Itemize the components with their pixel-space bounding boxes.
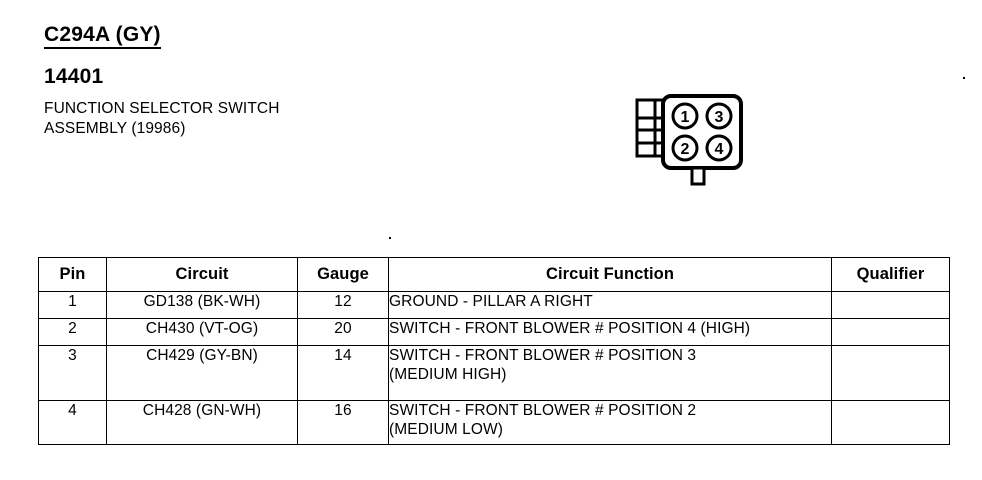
cell-gauge: 16 — [297, 400, 389, 445]
table-header-row: Pin Circuit Gauge Circuit Function Quali… — [38, 257, 950, 292]
connector-id-title: C294A (GY) — [44, 23, 161, 50]
cell-function-line-2: (MEDIUM HIGH) — [389, 366, 507, 383]
table-row: 4 CH428 (GN-WH) 16 SWITCH - FRONT BLOWER… — [38, 400, 950, 445]
cell-function-line-2: (MEDIUM LOW) — [389, 421, 503, 438]
table-row: 1 GD138 (BK-WH) 12 GROUND - PILLAR A RIG… — [38, 291, 950, 319]
pin-circle-1 — [671, 102, 699, 130]
scan-artifact-speck — [389, 237, 391, 239]
pin-number-1: 1 — [681, 109, 690, 126]
cell-function-line-1: SWITCH - FRONT BLOWER # POSITION 3 — [389, 347, 697, 364]
pin-circle-2 — [671, 134, 699, 162]
cell-qualifier — [831, 345, 950, 401]
cell-pin: 3 — [38, 345, 107, 401]
part-number: 14401 — [44, 65, 104, 88]
cell-function: SWITCH - FRONT BLOWER # POSITION 2 (MEDI… — [388, 400, 832, 445]
cell-circuit: CH429 (GY-BN) — [106, 345, 298, 401]
connector-diagram: 1 3 2 4 — [630, 88, 760, 193]
part-description-line-1: FUNCTION SELECTOR SWITCH — [44, 100, 280, 117]
cell-function: SWITCH - FRONT BLOWER # POSITION 3 (MEDI… — [388, 345, 832, 401]
cell-function-line-1: SWITCH - FRONT BLOWER # POSITION 2 — [389, 402, 697, 419]
pin-circle-3 — [705, 102, 733, 130]
pin-number-4: 4 — [715, 141, 724, 158]
part-description: FUNCTION SELECTOR SWITCH ASSEMBLY (19986… — [44, 99, 279, 139]
pin-number-3: 3 — [715, 109, 724, 126]
table-row: 2 CH430 (VT-OG) 20 SWITCH - FRONT BLOWER… — [38, 318, 950, 346]
column-header-gauge: Gauge — [297, 257, 389, 292]
cell-gauge: 20 — [297, 318, 389, 346]
cell-function: SWITCH - FRONT BLOWER # POSITION 4 (HIGH… — [388, 318, 832, 346]
cell-pin: 4 — [38, 400, 107, 445]
pin-circle-4 — [705, 134, 733, 162]
cell-circuit: GD138 (BK-WH) — [106, 291, 298, 319]
cell-qualifier — [831, 291, 950, 319]
cell-function: GROUND - PILLAR A RIGHT — [388, 291, 832, 319]
cell-circuit: CH428 (GN-WH) — [106, 400, 298, 445]
cell-pin: 2 — [38, 318, 107, 346]
scan-artifact-speck — [963, 77, 965, 79]
cell-gauge: 12 — [297, 291, 389, 319]
cell-qualifier — [831, 318, 950, 346]
table-row: 3 CH429 (GY-BN) 14 SWITCH - FRONT BLOWER… — [38, 345, 950, 401]
pin-table: Pin Circuit Gauge Circuit Function Quali… — [38, 257, 950, 445]
column-header-qualifier: Qualifier — [831, 257, 950, 292]
column-header-circuit: Circuit — [106, 257, 298, 292]
cell-circuit: CH430 (VT-OG) — [106, 318, 298, 346]
cell-function-line-1: GROUND - PILLAR A RIGHT — [389, 293, 593, 310]
pin-table-container: Pin Circuit Gauge Circuit Function Quali… — [38, 257, 950, 445]
pin-number-2: 2 — [681, 141, 690, 158]
cell-gauge: 14 — [297, 345, 389, 401]
part-description-line-2: ASSEMBLY (19986) — [44, 120, 186, 137]
connector-bottom-tab — [690, 166, 706, 186]
connector-body — [661, 94, 743, 170]
column-header-pin: Pin — [38, 257, 107, 292]
cell-function-line-1: SWITCH - FRONT BLOWER # POSITION 4 (HIGH… — [389, 320, 751, 337]
column-header-function: Circuit Function — [388, 257, 832, 292]
cell-pin: 1 — [38, 291, 107, 319]
cell-qualifier — [831, 400, 950, 445]
